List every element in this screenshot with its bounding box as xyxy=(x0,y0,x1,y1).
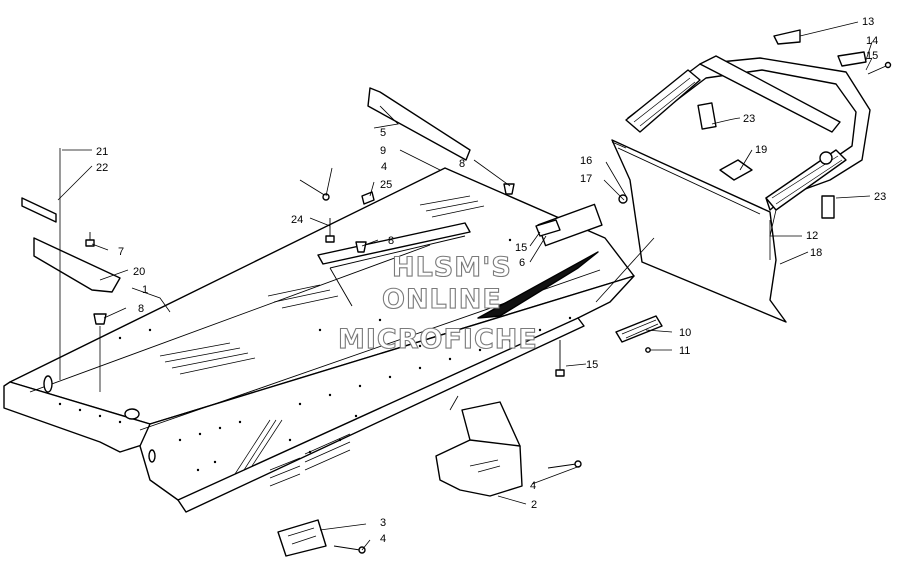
plug-8-center xyxy=(355,241,367,253)
callout-5: 5 xyxy=(380,127,386,139)
callout-25: 25 xyxy=(380,179,392,191)
bolt-24 xyxy=(325,235,335,243)
callout-15: 15 xyxy=(515,242,527,254)
bolt-15-lower xyxy=(555,369,565,377)
callout-4: 4 xyxy=(530,480,536,492)
callout-4: 4 xyxy=(380,533,386,545)
callout-13: 13 xyxy=(862,16,874,28)
part-5-strip xyxy=(367,87,471,161)
callout-10: 10 xyxy=(679,327,691,339)
part-10-plate xyxy=(615,315,663,343)
loose-parts xyxy=(21,87,663,557)
callout-16: 16 xyxy=(580,155,592,167)
rivet-holes xyxy=(58,238,572,472)
bumper-bracket-right xyxy=(821,195,835,219)
part-25 xyxy=(361,191,375,205)
callout-14: 14 xyxy=(866,35,878,47)
part-2-upright xyxy=(461,401,521,447)
callout-8: 8 xyxy=(138,303,144,315)
callout-21: 21 xyxy=(96,146,108,158)
tunnel-assembly xyxy=(3,167,635,513)
tail-light-mount xyxy=(819,151,833,165)
callout-6: 6 xyxy=(519,257,525,269)
part-6-clip xyxy=(535,219,561,237)
callout-18: 18 xyxy=(810,247,822,259)
screw-15-top xyxy=(884,61,892,69)
callout-11: 11 xyxy=(679,345,690,357)
center-bracket xyxy=(719,159,753,181)
watermark: HLSM'S ONLINE MICROFICHE xyxy=(337,251,538,355)
screw-11 xyxy=(645,347,651,353)
callout-23: 23 xyxy=(743,113,755,125)
callout-7: 7 xyxy=(118,246,124,258)
side-hole xyxy=(148,449,156,463)
plug-8-top xyxy=(503,183,515,195)
side-vents xyxy=(269,433,351,487)
part-20-support xyxy=(33,237,121,293)
callout-23: 23 xyxy=(874,191,886,203)
callout-19: 19 xyxy=(755,144,767,156)
decal-13 xyxy=(773,29,801,45)
rivet-4-top xyxy=(322,193,330,201)
rear-bumper-assembly xyxy=(611,29,892,323)
callout-17: 17 xyxy=(580,173,592,185)
bumper-bracket-left xyxy=(697,102,717,130)
callout-15: 15 xyxy=(866,50,878,62)
callout-9: 9 xyxy=(380,145,386,157)
watermark-line-3: MICROFICHE xyxy=(338,324,538,355)
bumper-crossbar xyxy=(699,55,841,133)
callout-20: 20 xyxy=(133,266,145,278)
callout-22: 22 xyxy=(96,162,108,174)
front-lip-slot xyxy=(43,375,53,393)
callout-2: 2 xyxy=(531,499,537,511)
rear-bumper-frame xyxy=(627,57,871,211)
callout-15: 15 xyxy=(586,359,598,371)
callout-1: 1 xyxy=(142,284,148,296)
callout-24: 24 xyxy=(291,214,303,226)
watermark-line-2: ONLINE xyxy=(382,284,502,315)
tunnel-large-hole xyxy=(124,408,140,420)
part-3-plate xyxy=(277,519,327,557)
deck-shading xyxy=(159,195,485,475)
part-22-bracket xyxy=(21,197,57,223)
tunnel-logo-decal xyxy=(477,251,599,319)
left-footrest-grip xyxy=(625,69,701,133)
rear-flap-panel xyxy=(611,139,787,323)
callout-labels: 13 14 15 23 19 16 17 23 12 18 5 9 4 25 8… xyxy=(96,16,886,545)
callout-8: 8 xyxy=(388,235,394,247)
tunnel-front-lip xyxy=(3,381,151,453)
decal-14 xyxy=(837,51,867,67)
callout-12: 12 xyxy=(806,230,818,242)
watermark-line-1: HLSM'S xyxy=(392,252,512,283)
callout-4: 4 xyxy=(381,161,387,173)
plug-8-left xyxy=(93,313,107,325)
callout-8: 8 xyxy=(459,158,465,170)
callout-3: 3 xyxy=(380,517,386,529)
tunnel-lower-rail xyxy=(177,317,585,513)
rivet-4-right xyxy=(574,460,582,468)
leader-lines xyxy=(57,21,873,551)
tunnel-rear-crossbar xyxy=(317,222,471,265)
pin-7 xyxy=(85,239,95,247)
right-footrest-grip xyxy=(765,149,847,211)
